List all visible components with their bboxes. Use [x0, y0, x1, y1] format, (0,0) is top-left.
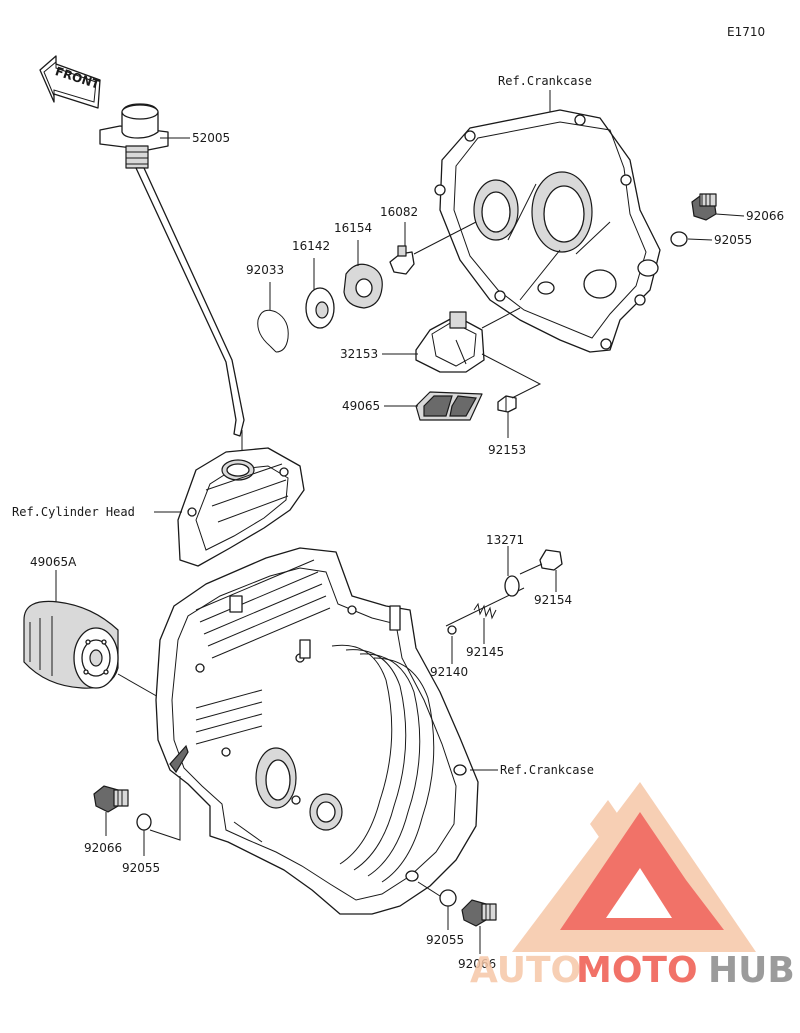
- oil-filter-49065A: [23, 600, 119, 689]
- part-92055-top: 92055: [714, 233, 752, 247]
- diagram-code: E1710: [727, 25, 765, 39]
- bolt-92153: [497, 395, 517, 413]
- part-49065: 49065: [342, 399, 380, 413]
- pump-rotor-16154: [343, 263, 383, 309]
- ref-crankcase-top: Ref.Crankcase: [498, 74, 592, 88]
- part-16154: 16154: [334, 221, 372, 235]
- crankcase-block: [155, 547, 479, 915]
- o-ring-left: [136, 813, 152, 831]
- ref-cylinder-head: Ref.Cylinder Head: [12, 505, 135, 519]
- cylinder-head: [177, 447, 305, 567]
- relief-pin-13271: [445, 575, 525, 627]
- watermark-word-hub: HUB: [708, 950, 795, 991]
- part-92055-bottom: 92055: [426, 933, 464, 947]
- valve-body-32153: [415, 311, 485, 373]
- part-92145: 92145: [466, 645, 504, 659]
- pump-shaft-16082: [389, 245, 415, 275]
- watermark-word-moto: MOTO: [576, 950, 698, 991]
- part-92066-left: 92066: [84, 841, 122, 855]
- oil-screen-49065: [415, 391, 483, 421]
- ball-92140: [447, 625, 457, 635]
- circlip-92033: [257, 309, 289, 353]
- part-92140: 92140: [430, 665, 468, 679]
- part-32153: 32153: [340, 347, 378, 361]
- part-92055-left: 92055: [122, 861, 160, 875]
- part-16082: 16082: [380, 205, 418, 219]
- front-arrow-icon: FRONT: [39, 55, 102, 109]
- pump-outer-rotor-16142: [305, 287, 335, 329]
- part-52005: 52005: [192, 131, 230, 145]
- watermark-triangle-red: [560, 812, 724, 930]
- o-ring-bottom: [439, 889, 457, 907]
- watermark-logo: AUTO MOTO HUB: [470, 782, 795, 991]
- part-92033: 92033: [246, 263, 284, 277]
- bolt-92154: [519, 549, 563, 575]
- part-92154: 92154: [534, 593, 572, 607]
- part-92066-top: 92066: [746, 209, 784, 223]
- drain-bolt-left: [93, 785, 129, 813]
- watermark-word-auto: AUTO: [470, 950, 581, 991]
- oil-dipstick: [99, 103, 245, 437]
- part-92066-bottom: 92066: [458, 957, 496, 971]
- ref-crankcase-mid: Ref.Crankcase: [500, 763, 594, 777]
- part-13271: 13271: [486, 533, 524, 547]
- part-92153: 92153: [488, 443, 526, 457]
- crankcase-cover: [434, 109, 661, 353]
- part-16142: 16142: [292, 239, 330, 253]
- drain-bolt-bottom: [461, 899, 497, 927]
- spring-92145: [473, 602, 497, 620]
- o-ring-top: [670, 231, 688, 247]
- watermark-triangle-cut: [606, 868, 672, 918]
- part-49065A: 49065A: [30, 555, 77, 569]
- drain-bolt-top: [691, 193, 717, 221]
